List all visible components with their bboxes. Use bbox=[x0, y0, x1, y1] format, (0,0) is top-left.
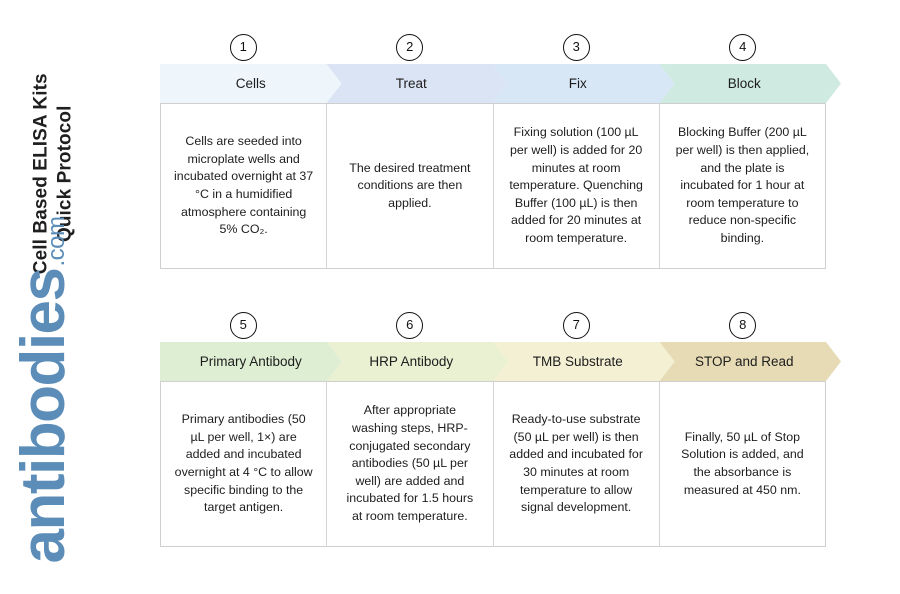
step-description-cell-1: Cells are seeded into microplate wells a… bbox=[161, 104, 328, 268]
step-description-text-8: Finally, 50 µL of Stop Solution is added… bbox=[681, 429, 804, 497]
step-number-badge-3: 3 bbox=[562, 34, 590, 61]
step-description-text-6: After appropriate washing steps, HRP-con… bbox=[346, 403, 474, 524]
step-chevron-2[interactable]: Treat bbox=[327, 64, 509, 103]
step-chevron-label-1: Cells bbox=[235, 76, 266, 91]
step-description-strip-2: Primary antibodies (50 µL per well, 1×) … bbox=[160, 381, 826, 547]
brand-tld: .com bbox=[43, 216, 70, 267]
chevron-band-1: Cells Treat Fix Block bbox=[160, 64, 850, 103]
step-description-cell-6: After appropriate washing steps, HRP-con… bbox=[327, 382, 494, 546]
step-chevron-3[interactable]: Fix bbox=[493, 64, 675, 103]
step-description-cell-7: Ready-to-use substrate (50 µL per well) … bbox=[494, 382, 660, 546]
step-description-cell-2: The desired treatment conditions are the… bbox=[327, 104, 494, 268]
brand-name: antibodies bbox=[9, 268, 78, 564]
step-description-text-3: Fixing solution (100 µL per well) is add… bbox=[509, 125, 643, 246]
step-description-cell-4: Blocking Buffer (200 µL per well) is the… bbox=[660, 104, 825, 268]
step-number-badge-5: 5 bbox=[229, 312, 257, 339]
step-description-text-1: Cells are seeded into microplate wells a… bbox=[174, 134, 314, 237]
brand-logo: antibodies .com bbox=[9, 216, 103, 563]
step-chevron-5[interactable]: Primary Antibody bbox=[160, 342, 342, 381]
step-chevron-6[interactable]: HRP Antibody bbox=[327, 342, 509, 381]
step-description-text-4: Blocking Buffer (200 µL per well) is the… bbox=[675, 125, 810, 246]
chevron-band-2: Primary Antibody HRP Antibody TMB Substrat… bbox=[160, 342, 850, 381]
step-chevron-4[interactable]: Block bbox=[660, 64, 842, 103]
protocol-row-2: 5 6 7 8 Primary Antibody HRP Antibody TMB Sub… bbox=[160, 310, 850, 547]
step-description-text-7: Ready-to-use substrate (50 µL per well) … bbox=[509, 412, 643, 515]
left-rail: Cell Based ELISA Kits Quick Protocol ant… bbox=[0, 0, 160, 594]
step-chevron-1[interactable]: Cells bbox=[160, 64, 342, 103]
step-chevron-label-5: Primary Antibody bbox=[199, 354, 302, 369]
protocol-row-1: 1 2 3 4 Cells Treat Fix Block Cells are seeded… bbox=[160, 32, 850, 269]
step-chevron-label-3: Fix bbox=[568, 76, 587, 91]
step-description-text-5: Primary antibodies (50 µL per well, 1×) … bbox=[174, 412, 313, 515]
step-chevron-label-7: TMB Substrate bbox=[532, 354, 623, 369]
step-description-text-2: The desired treatment conditions are the… bbox=[349, 160, 471, 210]
step-number-badge-7: 7 bbox=[562, 312, 590, 339]
step-chevron-7[interactable]: TMB Substrate bbox=[493, 342, 675, 381]
step-number-badge-1: 1 bbox=[229, 34, 257, 61]
step-badge-strip-1: 1 2 3 4 bbox=[160, 32, 850, 64]
step-badge-strip-2: 5 6 7 8 bbox=[160, 310, 850, 342]
step-chevron-label-2: Treat bbox=[395, 76, 427, 91]
step-number-badge-6: 6 bbox=[396, 312, 424, 339]
step-description-strip-1: Cells are seeded into microplate wells a… bbox=[160, 103, 826, 269]
step-description-cell-8: Finally, 50 µL of Stop Solution is added… bbox=[660, 382, 825, 546]
step-description-cell-5: Primary antibodies (50 µL per well, 1×) … bbox=[161, 382, 328, 546]
step-chevron-label-4: Block bbox=[727, 76, 761, 91]
step-chevron-label-6: HRP Antibody bbox=[369, 354, 454, 369]
step-chevron-label-8: STOP and Read bbox=[694, 354, 794, 369]
step-number-badge-4: 4 bbox=[729, 34, 757, 61]
step-chevron-8[interactable]: STOP and Read bbox=[660, 342, 842, 381]
step-number-badge-8: 8 bbox=[729, 312, 757, 339]
step-description-cell-3: Fixing solution (100 µL per well) is add… bbox=[494, 104, 660, 268]
step-number-badge-2: 2 bbox=[396, 34, 424, 61]
